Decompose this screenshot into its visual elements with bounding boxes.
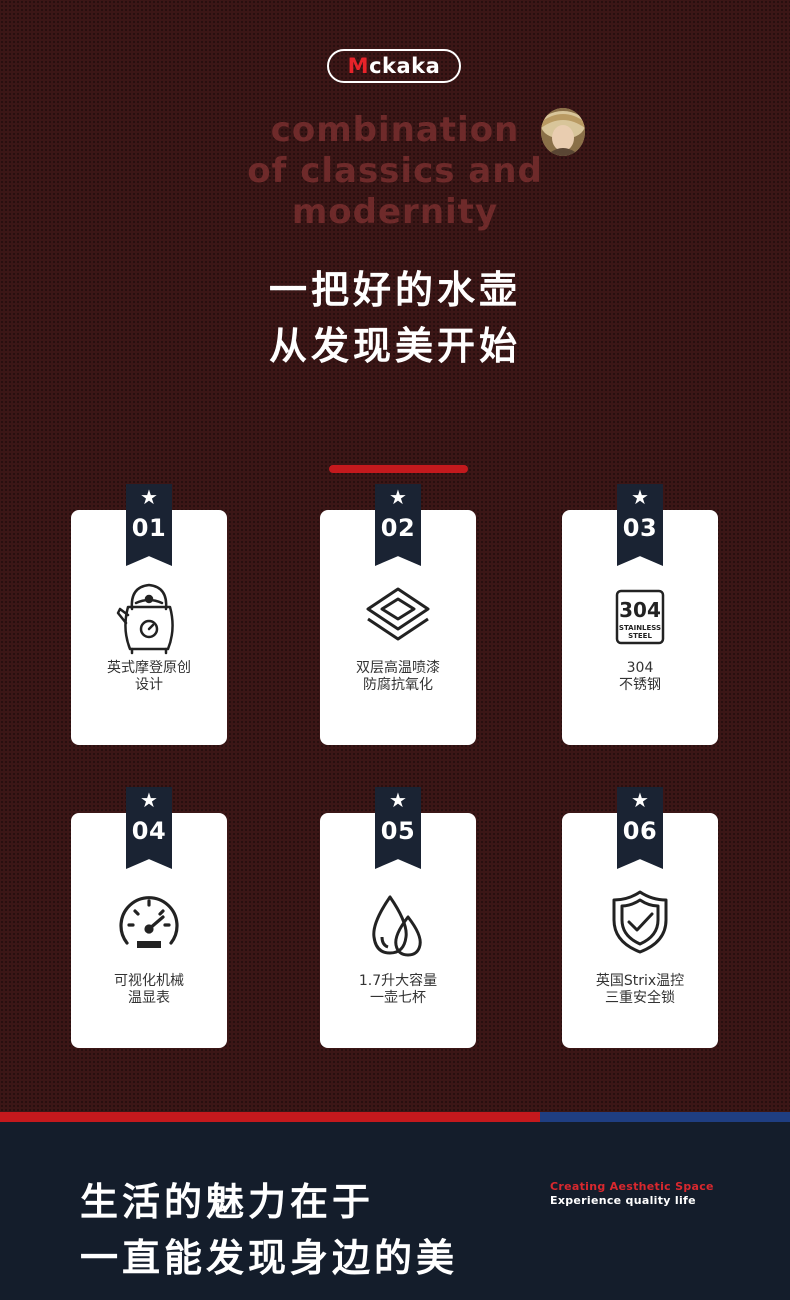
number-tag: ★ 04: [126, 787, 172, 869]
feature-card-05: ★ 05 1.7升大容量 一壶七杯: [320, 787, 476, 1048]
feature-card-04: ★ 04 可视化机械 温显表: [71, 787, 227, 1048]
label-line: 双层高温喷漆: [356, 660, 440, 676]
slogan-line-3: modernity: [291, 192, 499, 232]
feature-number: 06: [622, 817, 658, 845]
logo-letter-m: M: [347, 54, 370, 78]
feature-card-03: ★ 03 304 STAINLESS STEEL 304 不锈钢: [562, 484, 718, 745]
label-line: 英国Strix温控: [595, 973, 685, 989]
feature-label: 可视化机械 温显表: [71, 973, 227, 1007]
label-line: 三重安全锁: [605, 990, 675, 1006]
number-tag: ★ 02: [375, 484, 421, 566]
label-line: 可视化机械: [114, 973, 184, 989]
number-tag: ★ 03: [617, 484, 663, 566]
badge-line-2: STEEL: [628, 632, 652, 640]
footer-headline: 生活的魅力在于 一直能发现身边的美: [80, 1174, 458, 1286]
star-icon: ★: [140, 485, 158, 509]
label-line: 304: [626, 660, 654, 676]
footer-line-1: 生活的魅力在于: [80, 1180, 375, 1224]
label-line: 一壶七杯: [370, 990, 426, 1006]
feature-card-06: ★ 06 英国Strix温控 三重安全锁: [562, 787, 718, 1048]
star-icon: ★: [140, 788, 158, 812]
footer-banner: [0, 1122, 790, 1300]
shield-check-icon: [600, 883, 680, 961]
footer-line-2: 一直能发现身边的美: [80, 1236, 459, 1280]
kettle-icon: [109, 578, 189, 656]
number-tag: ★ 05: [375, 787, 421, 869]
english-slogan: combination of classics and modernity: [0, 110, 790, 233]
label-line: 英式摩登原创: [107, 660, 191, 676]
slogan-line-1: combination: [270, 110, 520, 150]
feature-number: 05: [380, 817, 416, 845]
feature-number: 02: [380, 514, 416, 542]
main-headline: 一把好的水壶 从发现美开始: [0, 262, 790, 374]
divider-bar: [329, 465, 468, 473]
star-icon: ★: [631, 788, 649, 812]
layers-icon: [358, 578, 438, 656]
headline-line-1: 一把好的水壶: [268, 268, 521, 312]
number-tag: ★ 01: [126, 484, 172, 566]
star-icon: ★: [389, 788, 407, 812]
label-line: 1.7升大容量: [358, 973, 438, 989]
feature-label: 双层高温喷漆 防腐抗氧化: [320, 660, 476, 694]
stripe-blue: [540, 1112, 790, 1122]
feature-number: 04: [131, 817, 167, 845]
feature-label: 英国Strix温控 三重安全锁: [562, 973, 718, 1007]
feature-number: 01: [131, 514, 167, 542]
footer-tagline-red: Creating Aesthetic Space: [550, 1180, 714, 1193]
feature-number: 03: [622, 514, 658, 542]
feature-label: 304 不锈钢: [562, 660, 718, 694]
feature-label: 1.7升大容量 一壶七杯: [320, 973, 476, 1007]
slogan-line-2: of classics and: [247, 151, 543, 191]
number-tag: ★ 06: [617, 787, 663, 869]
footer-tagline-white: Experience quality life: [550, 1194, 696, 1207]
label-line: 温显表: [128, 990, 170, 1006]
logo-text: ckaka: [369, 54, 441, 78]
label-line: 不锈钢: [619, 677, 661, 693]
feature-label: 英式摩登原创 设计: [71, 660, 227, 694]
stainless-steel-badge-icon: 304 STAINLESS STEEL: [600, 578, 680, 656]
star-icon: ★: [631, 485, 649, 509]
feature-card-01: ★ 01 英式摩登原创 设计: [71, 484, 227, 745]
badge-line-1: STAINLESS: [619, 624, 661, 632]
water-drops-icon: [358, 885, 438, 963]
feature-card-02: ★ 02 双层高温喷漆 防腐抗氧化: [320, 484, 476, 745]
label-line: 防腐抗氧化: [363, 677, 433, 693]
headline-line-2: 从发现美开始: [268, 324, 521, 368]
star-icon: ★: [389, 485, 407, 509]
avatar: [541, 108, 585, 156]
stripe-red: [0, 1112, 540, 1122]
label-line: 设计: [135, 677, 163, 693]
gauge-icon: [109, 885, 189, 963]
badge-number: 304: [619, 598, 661, 622]
